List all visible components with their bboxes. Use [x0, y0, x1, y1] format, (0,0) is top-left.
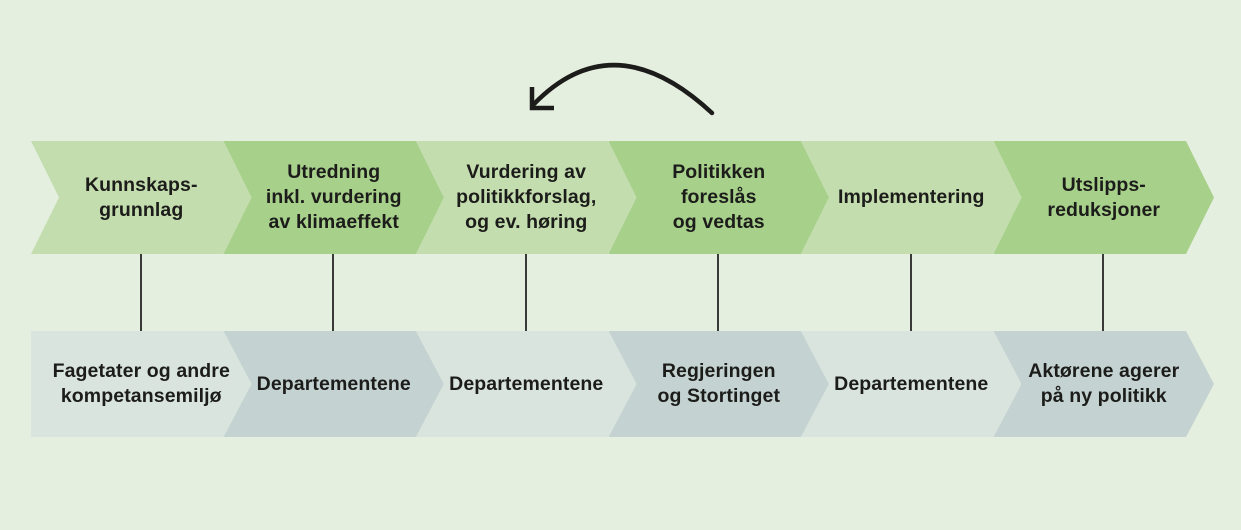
process-step-chevron-label-4: Politikken foreslås og vedtas: [672, 161, 766, 233]
process-step-chevron-label-1: Kunnskaps- grunnlag: [84, 173, 198, 221]
connector-line-4: [717, 254, 719, 331]
actor-chevron-label-4: Regjeringen og Stortinget: [657, 360, 781, 407]
process-step-chevron-label-2: Utredning inkl. vurdering av klimaeffekt: [265, 161, 402, 233]
process-step-chevron-4: Politikken foreslås og vedtas: [609, 141, 830, 254]
actor-chevron-5: Departementene: [801, 331, 1022, 437]
process-step-chevron-6: Utslipps- reduksjoner: [994, 141, 1215, 254]
actor-chevron-label-3: Departementene: [449, 372, 604, 395]
actor-chevron-4: Regjeringen og Stortinget: [609, 331, 830, 437]
connector-line-3: [524, 254, 527, 331]
actor-chevron-6: Aktørene agerer på ny politikk: [994, 331, 1215, 437]
process-step-chevron-label-6: Utslipps- reduksjoner: [1047, 173, 1161, 221]
process-step-chevron-label-3: Vurdering av politikkforslag, og ev. hør…: [456, 161, 597, 233]
connector-line-6: [1102, 254, 1104, 331]
process-step-chevron-2: Utredning inkl. vurdering av klimaeffekt: [224, 141, 445, 254]
process-step-chevron-3: Vurdering av politikkforslag, og ev. hør…: [416, 141, 637, 254]
connector-line-1: [139, 254, 142, 331]
actor-chevron-label-1: Fagetater og andre kompetansemiljø: [52, 360, 230, 407]
connector-line-2: [332, 254, 334, 331]
actor-chevron-3: Departementene: [416, 331, 637, 437]
process-step-chevron-1: Kunnskaps- grunnlag: [31, 141, 252, 254]
actor-chevron-label-5: Departementene: [834, 372, 989, 395]
actor-chevron-label-2: Departementene: [256, 372, 411, 395]
actor-chevron-1: Fagetater og andre kompetansemiljø: [31, 331, 252, 437]
actor-chevron-2: Departementene: [224, 331, 445, 437]
actor-chevron-label-6: Aktørene agerer på ny politikk: [1028, 360, 1180, 407]
connector-line-5: [909, 254, 912, 331]
process-step-chevron-label-5: Implementering: [837, 186, 985, 208]
process-step-chevron-5: Implementering: [801, 141, 1022, 254]
